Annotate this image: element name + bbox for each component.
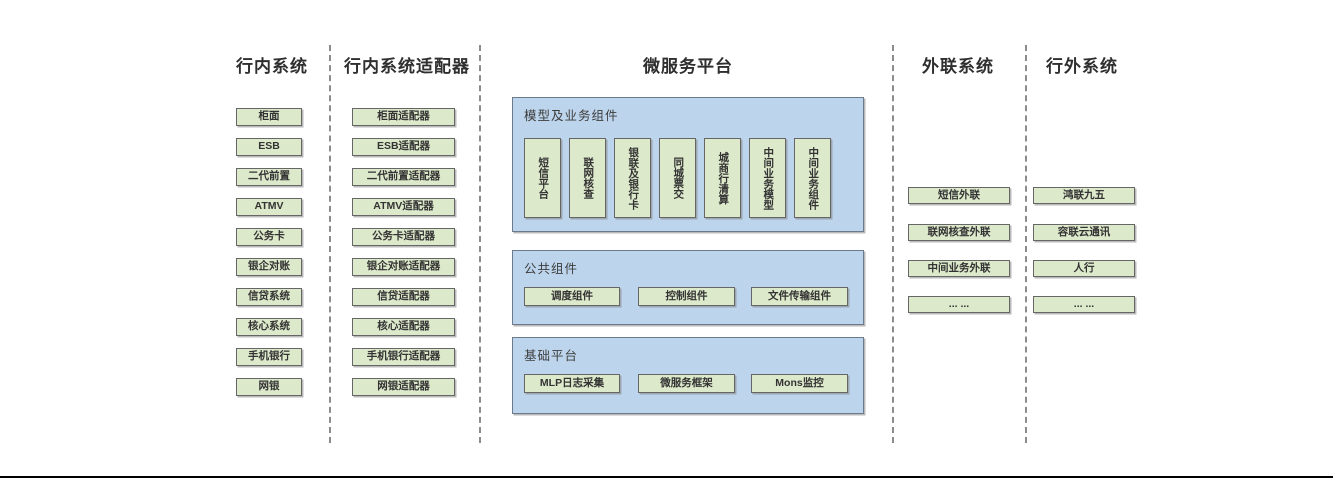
adapter-box: 柜面适配器 [352, 108, 455, 126]
internal-system-box: 手机银行 [236, 348, 302, 366]
adapter-box: 二代前置适配器 [352, 168, 455, 186]
internal-system-box: 核心系统 [236, 318, 302, 336]
outreach-system-box: 联网核查外联 [908, 224, 1010, 241]
adapter-box: 公务卡适配器 [352, 228, 455, 246]
base-platform-label: 基础平台 [524, 349, 579, 363]
column-title-microservice-platform: 微服务平台 [643, 57, 733, 76]
adapter-box: 网银适配器 [352, 378, 455, 396]
model-component-box: 同城票交 [659, 138, 696, 218]
internal-system-box: 公务卡 [236, 228, 302, 246]
base-platform-box: MLP日志采集 [524, 374, 620, 393]
internal-system-box: ATMV [236, 198, 302, 216]
outreach-system-box: 短信外联 [908, 187, 1010, 204]
external-system-box: 人行 [1033, 260, 1135, 277]
model-component-box: 联网核查 [569, 138, 606, 218]
column-title-internal-systems: 行内系统 [236, 57, 308, 76]
external-system-box: 鸿联九五 [1033, 187, 1135, 204]
internal-system-box: 柜面 [236, 108, 302, 126]
common-component-box: 调度组件 [524, 287, 620, 306]
model-component-box: 中间业务组件 [794, 138, 831, 218]
adapter-box: ESB适配器 [352, 138, 455, 156]
model-component-box: 短信平台 [524, 138, 561, 218]
column-divider [1025, 45, 1027, 443]
adapter-box: 手机银行适配器 [352, 348, 455, 366]
column-title-internal-adapters: 行内系统适配器 [344, 57, 470, 76]
model-component-box: 银联及银行卡 [614, 138, 651, 218]
column-divider [329, 45, 331, 443]
common-components-label: 公共组件 [524, 262, 579, 276]
internal-system-box: 银企对账 [236, 258, 302, 276]
model-component-box: 中间业务模型 [749, 138, 786, 218]
common-component-box: 控制组件 [638, 287, 735, 306]
outreach-system-box: 中间业务外联 [908, 260, 1010, 277]
adapter-box: ATMV适配器 [352, 198, 455, 216]
internal-system-box: 网银 [236, 378, 302, 396]
internal-system-box: 信贷系统 [236, 288, 302, 306]
column-divider [479, 45, 481, 443]
model-component-box: 城商行清算 [704, 138, 741, 218]
base-platform-box: Mons监控 [751, 374, 848, 393]
column-title-external-systems: 行外系统 [1046, 57, 1118, 76]
column-divider [892, 45, 894, 443]
model-business-components-label: 模型及业务组件 [524, 109, 619, 123]
internal-system-box: 二代前置 [236, 168, 302, 186]
adapter-box: 信贷适配器 [352, 288, 455, 306]
adapter-box: 核心适配器 [352, 318, 455, 336]
column-title-outreach-systems: 外联系统 [922, 57, 994, 76]
outreach-system-box: ... ... [908, 296, 1010, 313]
common-component-box: 文件传输组件 [751, 287, 848, 306]
adapter-box: 银企对账适配器 [352, 258, 455, 276]
external-system-box: 容联云通讯 [1033, 224, 1135, 241]
bottom-border-line [0, 476, 1333, 478]
base-platform-box: 微服务框架 [638, 374, 735, 393]
internal-system-box: ESB [236, 138, 302, 156]
external-system-box: ... ... [1033, 296, 1135, 313]
